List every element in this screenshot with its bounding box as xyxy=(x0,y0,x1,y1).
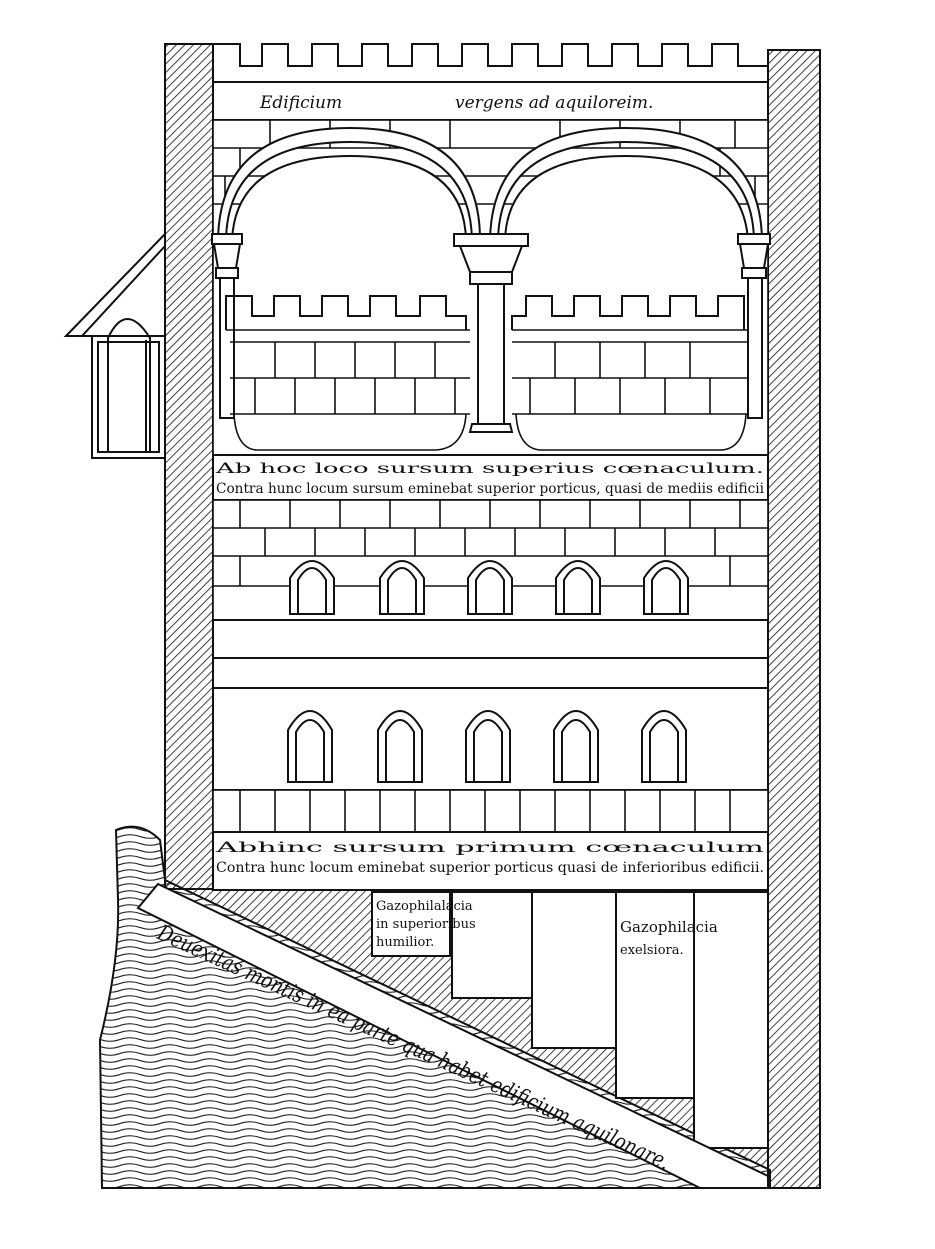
lower-window-row xyxy=(287,710,687,783)
lower-band-line-1: Abhinc sursum primum cœnaculum xyxy=(214,840,764,856)
inner-battlements xyxy=(225,295,745,330)
upper-window-row xyxy=(289,560,689,615)
gazophylacia-lower-line-3: humilior. xyxy=(376,935,434,950)
top-band-label-right: vergens ad aquiloreim. xyxy=(455,93,653,113)
gazophylacia-higher-line-1: Gazophilacia xyxy=(620,918,718,936)
upper-arcade xyxy=(216,126,764,241)
top-battlements xyxy=(212,43,769,82)
upper-text-band xyxy=(212,454,769,501)
slope-ribbon xyxy=(136,882,769,1189)
gazophylacia-lower-line-2: in superioribus xyxy=(376,917,476,932)
top-band xyxy=(212,81,769,121)
storage-rooms xyxy=(371,891,769,1149)
gazophylacia-higher-line-2: exelsiora. xyxy=(620,943,684,958)
lower-band-line-2: Contra hunc locum eminebat superior port… xyxy=(216,860,764,876)
left-wall xyxy=(164,43,214,890)
top-band-label-left: Edificium xyxy=(259,93,342,113)
inner-blocks xyxy=(226,329,748,451)
side-annex xyxy=(63,231,166,459)
arcade-columns xyxy=(211,233,771,433)
right-wall xyxy=(767,49,821,1189)
gazophylacia-lower-line-1: Gazophilalacia xyxy=(376,899,473,914)
lower-masonry xyxy=(212,789,769,833)
upper-band-line-1: Ab hoc loco sursum superius cœnaculum. xyxy=(214,461,764,477)
upper-band-line-2: Contra hunc locum sursum eminebat superi… xyxy=(216,481,765,497)
